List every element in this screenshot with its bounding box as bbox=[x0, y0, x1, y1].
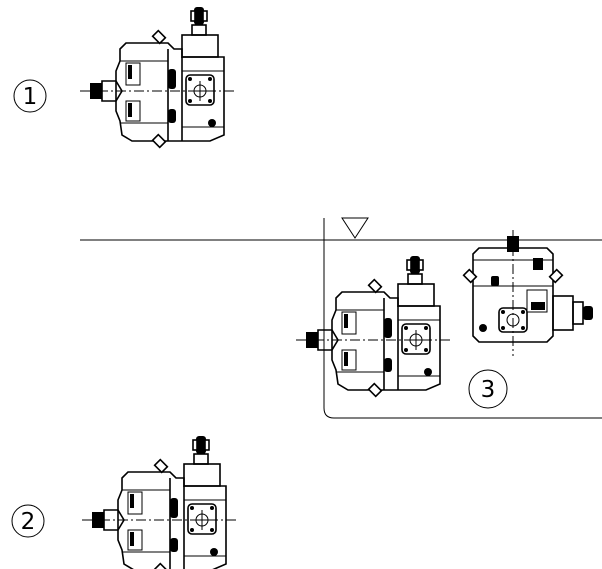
pump-position-3-front bbox=[462, 229, 594, 357]
pump-position-2 bbox=[81, 435, 239, 569]
pump-position-3-side bbox=[295, 255, 453, 398]
position-3-number: 3 bbox=[481, 377, 496, 403]
position-2-label: 2 bbox=[11, 504, 45, 538]
fluid-level-symbol-icon bbox=[341, 217, 369, 239]
position-3-label: 3 bbox=[468, 369, 508, 409]
position-2-number: 2 bbox=[21, 509, 36, 535]
tank-outline bbox=[323, 218, 602, 419]
position-1-number: 1 bbox=[23, 84, 38, 110]
pump-position-1 bbox=[79, 6, 237, 149]
position-1-label: 1 bbox=[13, 79, 47, 113]
